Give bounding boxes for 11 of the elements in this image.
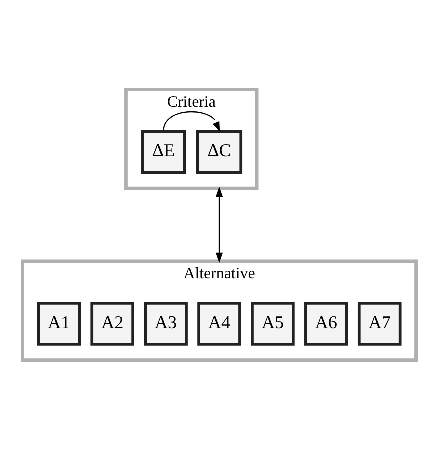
node-box: A2 <box>90 302 134 346</box>
node-box: A4 <box>197 302 241 346</box>
node-box: A5 <box>250 302 294 346</box>
node-box: A1 <box>36 302 81 346</box>
node-box: A6 <box>304 302 348 346</box>
node-box: A3 <box>144 302 188 346</box>
arrow <box>215 186 223 264</box>
node-box: A7 <box>357 302 402 346</box>
node-box: ΔE <box>140 130 186 174</box>
arrow <box>162 111 220 132</box>
node-box: ΔC <box>196 130 242 174</box>
